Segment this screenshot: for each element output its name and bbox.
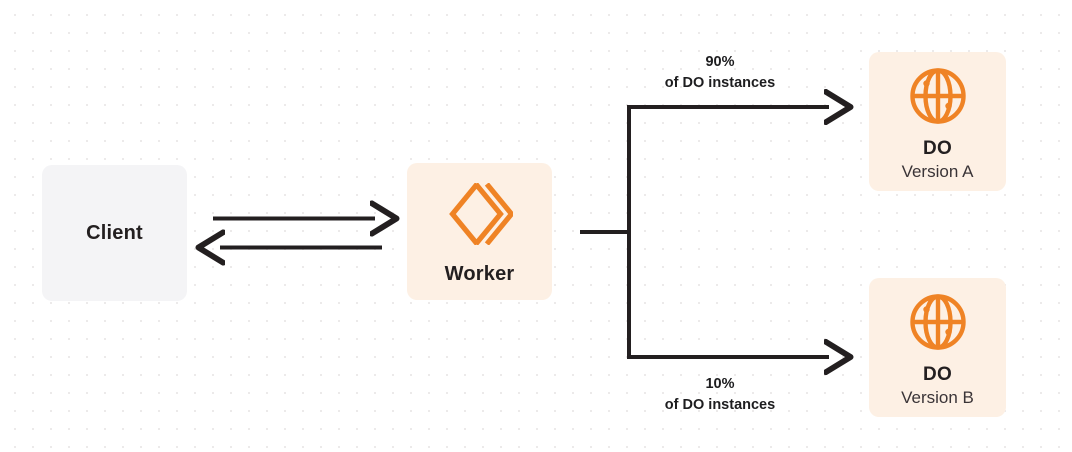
node-do-version-b[interactable]: DO Version B — [869, 278, 1006, 417]
node-do-b-sublabel: Version B — [901, 387, 974, 407]
node-client-label: Client — [86, 221, 143, 244]
globe-icon — [908, 292, 968, 352]
node-worker-label: Worker — [444, 263, 515, 285]
edge-label-desc: of DO instances — [664, 396, 776, 413]
node-client[interactable]: Client — [42, 165, 187, 301]
node-do-a-sublabel: Version A — [901, 161, 974, 181]
edge-label-do-a: 90% of DO instances — [600, 52, 840, 93]
edge-label-percent: 10% — [705, 376, 735, 392]
edge-label-percent: 90% — [705, 54, 735, 70]
edge-label-do-b: 10% of DO instances — [600, 374, 840, 415]
node-worker[interactable]: Worker — [407, 163, 552, 300]
edge-label-desc: of DO instances — [664, 74, 776, 91]
node-do-version-a[interactable]: DO Version A — [869, 52, 1006, 191]
node-do-a-label: DO — [923, 137, 952, 159]
node-do-b-label: DO — [923, 363, 952, 385]
workers-logo-icon — [447, 182, 515, 246]
globe-icon — [908, 66, 968, 126]
